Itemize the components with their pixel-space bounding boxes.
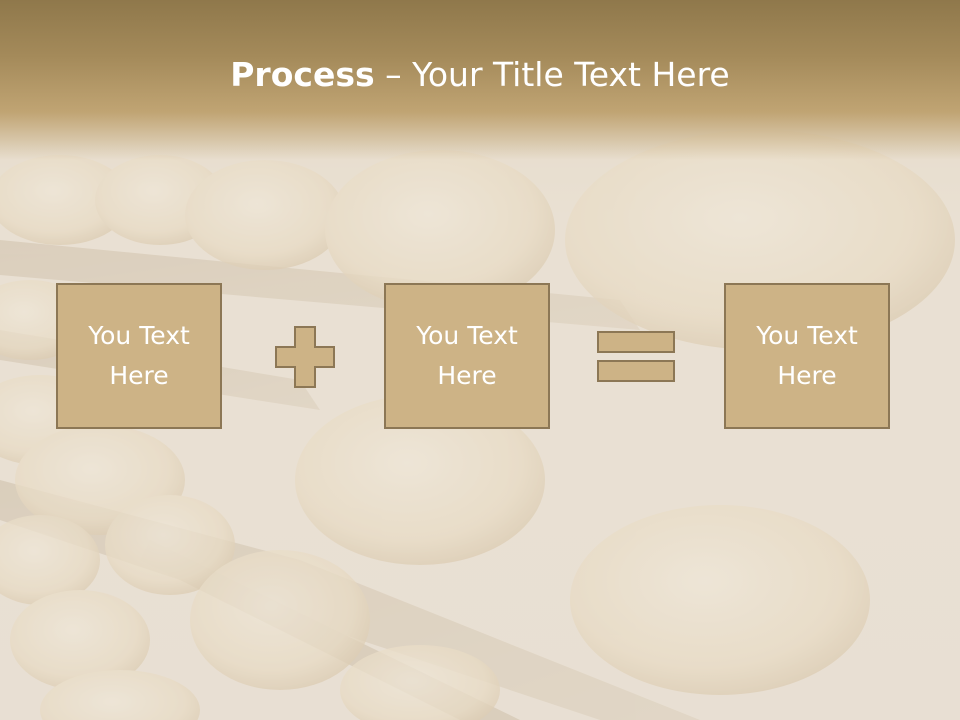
title-dash: – <box>374 55 413 94</box>
plus-icon <box>275 326 335 388</box>
process-box-1-label: You Text Here <box>88 321 190 390</box>
process-box-3-label: You Text Here <box>756 321 858 390</box>
process-box-2[interactable]: You Text Here <box>384 283 550 429</box>
equals-icon <box>597 331 675 382</box>
title-bold-part: Process <box>230 55 375 94</box>
process-box-2-label: You Text Here <box>416 321 518 390</box>
process-box-3[interactable]: You Text Here <box>724 283 890 429</box>
title-rest: Your Title Text Here <box>412 55 730 94</box>
process-box-1[interactable]: You Text Here <box>56 283 222 429</box>
title-bar <box>0 0 960 160</box>
slide-title: Process – Your Title Text Here <box>0 52 960 98</box>
